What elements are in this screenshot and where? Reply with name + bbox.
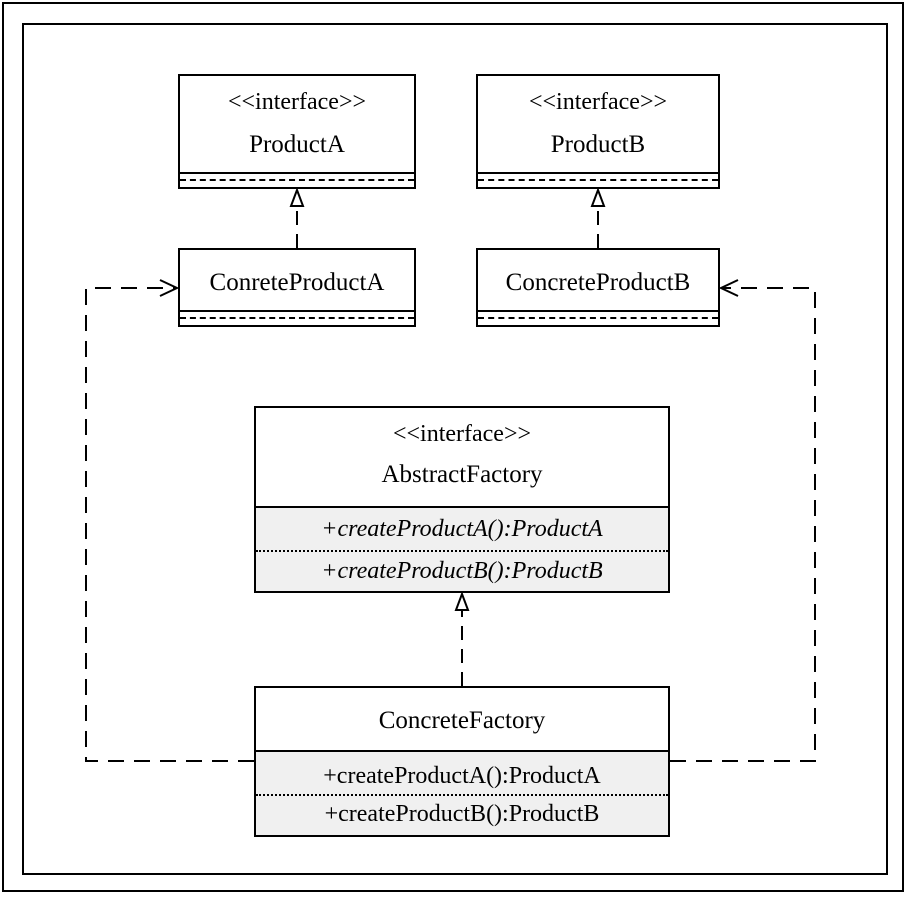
attribute-divider xyxy=(478,172,718,174)
operations-compartment: +createProductA():ProductA +createProduc… xyxy=(256,506,668,591)
operation-divider xyxy=(256,550,668,552)
class-name: AbstractFactory xyxy=(381,461,543,488)
class-name: ProductB xyxy=(550,131,646,158)
attribute-divider xyxy=(180,310,414,312)
operation-divider xyxy=(478,179,718,181)
class-concrete-product-b[interactable]: ConcreteProductB xyxy=(476,248,720,327)
class-product-a[interactable]: <<interface>> ProductA xyxy=(178,74,416,189)
operation-divider xyxy=(180,317,414,319)
class-name: ConcreteProductB xyxy=(505,269,691,296)
operation-create-product-a[interactable]: +createProductA():ProductA xyxy=(323,763,601,789)
class-name: ConreteProductA xyxy=(209,269,385,296)
attribute-divider xyxy=(180,172,414,174)
class-product-b[interactable]: <<interface>> ProductB xyxy=(476,74,720,189)
realization-product-a xyxy=(289,187,305,248)
class-concrete-product-a[interactable]: ConreteProductA xyxy=(178,248,416,327)
operations-compartment: +createProductA():ProductA +createProduc… xyxy=(256,750,668,835)
operation-divider xyxy=(180,179,414,181)
stereotype-label: <<interface>> xyxy=(528,89,668,115)
class-abstract-factory[interactable]: <<interface>> AbstractFactory +createPro… xyxy=(254,406,670,593)
realization-product-b xyxy=(590,187,606,248)
class-concrete-factory[interactable]: ConcreteFactory +createProductA():Produc… xyxy=(254,686,670,837)
class-name: ProductA xyxy=(249,131,345,158)
stereotype-label: <<interface>> xyxy=(392,421,532,447)
operation-create-product-b[interactable]: +createProductB():ProductB xyxy=(324,801,600,827)
operation-divider xyxy=(478,317,718,319)
class-name: ConcreteFactory xyxy=(378,707,546,734)
dependency-product-b xyxy=(670,279,816,762)
operation-create-product-a[interactable]: +createProductA():ProductA xyxy=(321,516,603,542)
diagram-inner-frame xyxy=(22,23,888,875)
stereotype-label: <<interface>> xyxy=(227,89,367,115)
operation-divider xyxy=(256,794,668,796)
realization-abstract-factory xyxy=(454,591,470,686)
operation-create-product-b[interactable]: +createProductB():ProductB xyxy=(321,558,603,584)
attribute-divider xyxy=(478,310,718,312)
dependency-product-a xyxy=(85,279,254,762)
